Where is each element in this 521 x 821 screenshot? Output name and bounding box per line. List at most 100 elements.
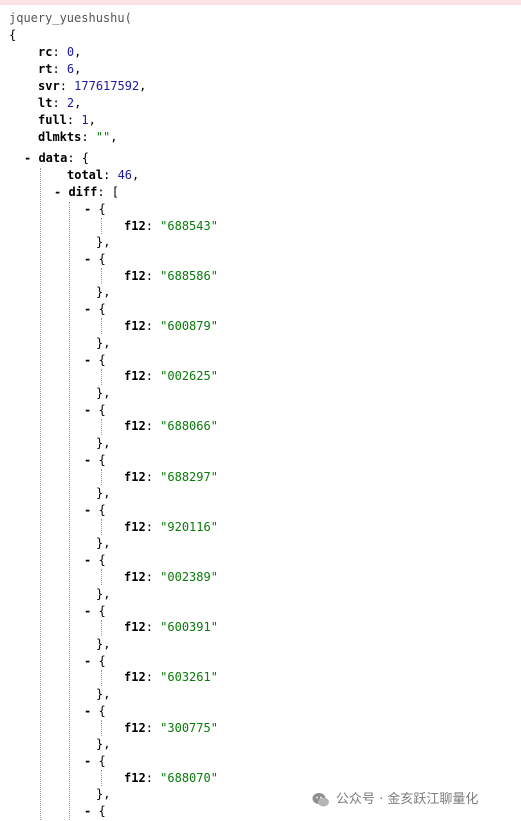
field-key: lt xyxy=(38,95,53,110)
item-value: "688297" xyxy=(160,469,218,484)
item-open-line: - { xyxy=(84,352,106,369)
item-field-line: f12: "920116" xyxy=(124,519,218,536)
item-open-line: - { xyxy=(84,251,106,268)
field-line: rt: 6, xyxy=(38,61,81,78)
comma: , xyxy=(110,129,118,144)
root-open-line: { xyxy=(9,27,16,44)
item-key: f12 xyxy=(124,620,146,635)
object-open: { xyxy=(98,653,106,668)
item-key: f12 xyxy=(124,218,146,233)
colon: : xyxy=(145,469,161,484)
total-value: 46 xyxy=(117,168,133,182)
field-value: "" xyxy=(95,129,111,144)
object-open: { xyxy=(98,352,106,367)
collapse-toggle[interactable]: - xyxy=(84,302,99,317)
wechat-icon xyxy=(312,793,329,807)
indent-guide-item xyxy=(101,318,102,335)
collapse-toggle[interactable]: - xyxy=(84,202,99,216)
collapse-toggle[interactable]: - xyxy=(84,252,99,267)
collapse-toggle[interactable]: - xyxy=(24,151,39,165)
item-value: "688066" xyxy=(160,419,218,434)
object-close: }, xyxy=(96,586,111,601)
object-open: : { xyxy=(67,151,90,165)
top-scroll-strip xyxy=(0,0,521,5)
item-field-line: f12: "002389" xyxy=(124,569,218,586)
field-line: dlmkts: "", xyxy=(38,129,118,146)
item-value: "002625" xyxy=(160,369,218,384)
callback-name: jquery_yueshushu( xyxy=(9,11,132,25)
item-value: "688586" xyxy=(160,268,218,283)
item-key: f12 xyxy=(124,670,146,685)
colon: : xyxy=(59,78,75,93)
item-value: "300775" xyxy=(160,720,218,735)
indent-guide-item xyxy=(101,519,102,536)
item-field-line: f12: "300775" xyxy=(124,720,218,737)
item-close-line: }, xyxy=(96,535,110,552)
collapse-toggle[interactable]: - xyxy=(84,804,99,819)
colon: : xyxy=(145,770,161,785)
item-close-line: }, xyxy=(96,284,110,301)
collapse-toggle[interactable]: - xyxy=(84,603,99,618)
field-value: 1 xyxy=(81,112,89,127)
object-open: { xyxy=(98,252,106,267)
collapse-toggle[interactable]: - xyxy=(84,402,99,417)
item-value: "002389" xyxy=(160,570,218,584)
indent-guide-item xyxy=(101,469,102,485)
item-close-line: }, xyxy=(96,234,110,251)
item-close-line: }, xyxy=(96,686,110,703)
object-close: }, xyxy=(96,385,111,400)
indent-guide-diff xyxy=(69,202,70,821)
item-open-line: - { xyxy=(84,552,106,569)
data-line: - data: { xyxy=(24,150,89,167)
diff-line: - diff: [ xyxy=(54,184,119,201)
item-close-line: }, xyxy=(96,485,110,502)
item-key: f12 xyxy=(124,770,146,785)
item-close-line: }, xyxy=(96,786,110,803)
collapse-toggle[interactable]: - xyxy=(84,704,99,718)
object-open: { xyxy=(98,453,106,467)
colon: : xyxy=(145,720,161,735)
collapse-toggle[interactable]: - xyxy=(84,352,99,367)
object-open: { xyxy=(98,402,106,417)
indent-guide-item xyxy=(101,619,102,636)
collapse-toggle[interactable]: - xyxy=(84,503,99,518)
field-line: full: 1, xyxy=(38,112,96,129)
comma: , xyxy=(74,45,82,59)
item-field-line: f12: "688066" xyxy=(124,418,218,435)
collapse-toggle[interactable]: - xyxy=(84,653,99,668)
colon: : xyxy=(145,519,161,534)
item-open-line: - { xyxy=(84,653,106,670)
item-field-line: f12: "688070" xyxy=(124,770,218,787)
colon: : xyxy=(52,61,67,76)
item-field-line: f12: "002625" xyxy=(124,368,218,385)
item-open-line: - { xyxy=(84,201,106,218)
item-key: f12 xyxy=(124,720,146,735)
collapse-toggle[interactable]: - xyxy=(84,453,99,467)
collapse-toggle[interactable]: - xyxy=(84,553,99,568)
field-line: svr: 177617592, xyxy=(38,78,146,95)
collapse-toggle[interactable]: - xyxy=(54,185,69,199)
item-key: f12 xyxy=(124,268,146,283)
indent-guide-item xyxy=(101,720,102,736)
item-key: f12 xyxy=(124,519,146,534)
indent-guide-item xyxy=(101,669,102,686)
colon: : xyxy=(145,620,161,635)
collapse-toggle[interactable]: - xyxy=(84,754,99,769)
indent-guide-item xyxy=(101,418,102,435)
diff-key: diff xyxy=(68,185,98,199)
colon: : xyxy=(145,670,161,685)
object-open: { xyxy=(98,503,106,518)
item-value: "688070" xyxy=(160,770,218,785)
object-open: { xyxy=(98,704,106,718)
colon: : xyxy=(66,112,82,127)
field-value: 6 xyxy=(66,61,75,76)
object-open: { xyxy=(98,603,106,618)
colon: : xyxy=(52,45,67,59)
object-open: { xyxy=(98,754,106,769)
object-close: }, xyxy=(96,285,111,300)
colon: : xyxy=(145,218,161,233)
item-field-line: f12: "688543" xyxy=(124,218,218,235)
item-field-line: f12: "600879" xyxy=(124,318,218,335)
item-value: "688543" xyxy=(160,218,218,233)
